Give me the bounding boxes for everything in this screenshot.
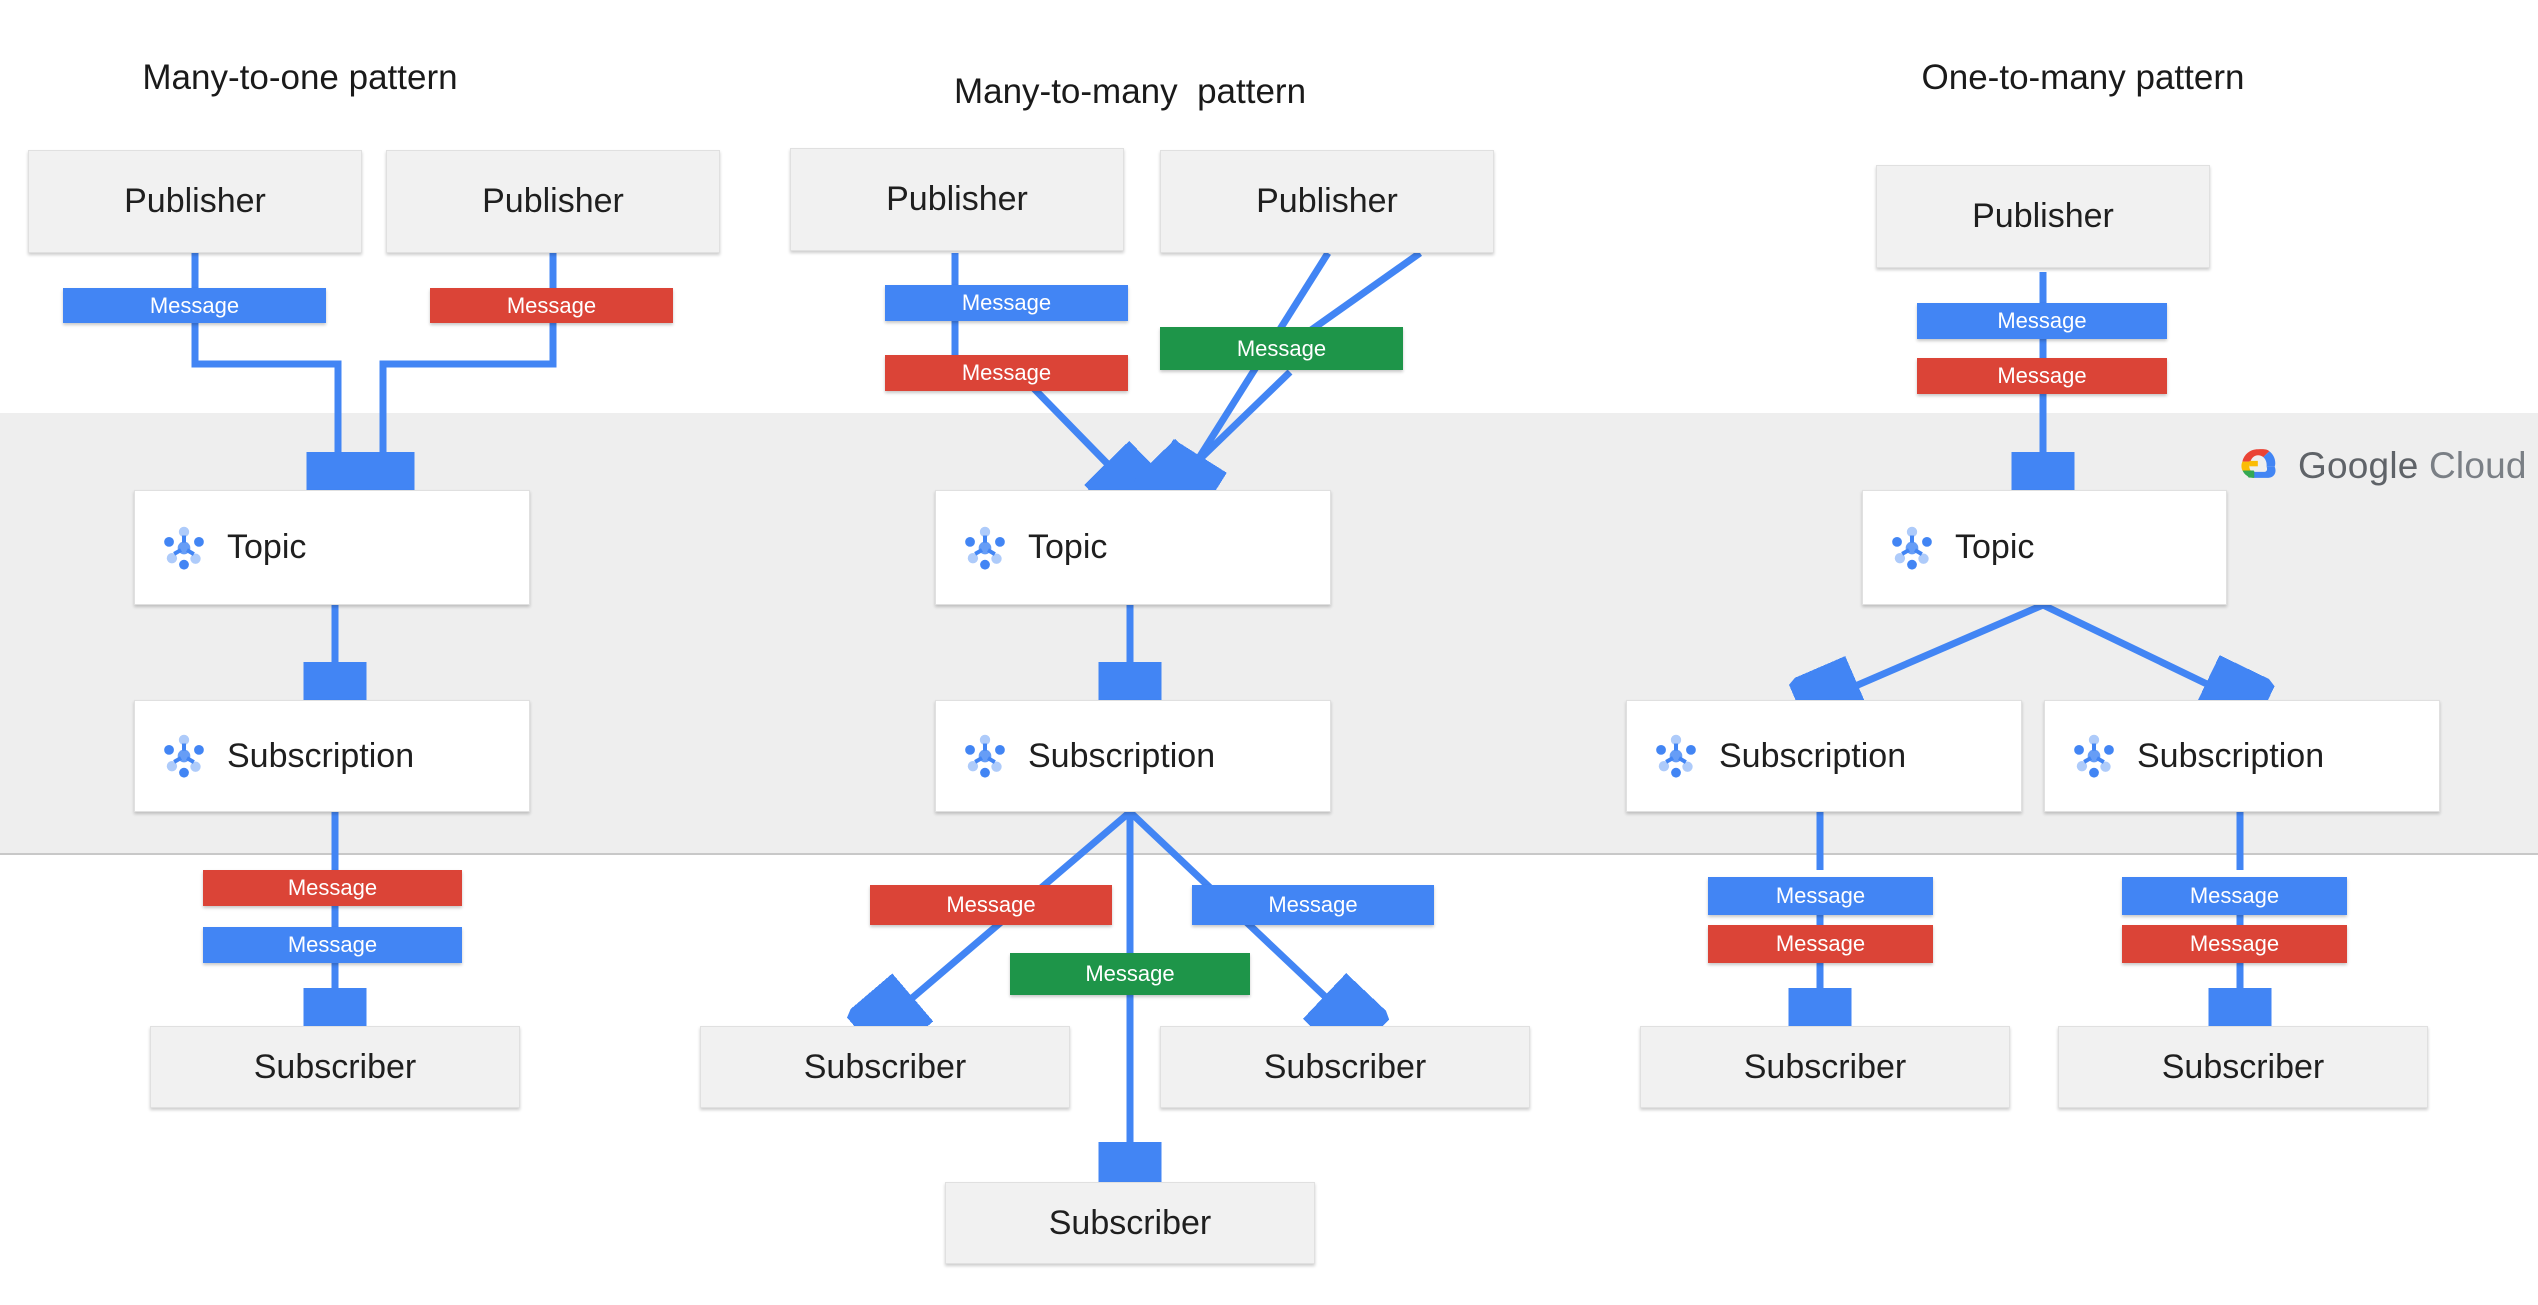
message-chip: Message [885, 355, 1128, 391]
pubsub-hub-icon [965, 734, 1005, 778]
subscription-label: Subscription [1719, 736, 1907, 775]
message-chip: Message [885, 285, 1128, 321]
pubsub-hub-icon [965, 526, 1005, 570]
wire-c1-msg2-to-topic [383, 320, 557, 490]
subscriber-box[interactable]: Subscriber [700, 1026, 1070, 1108]
subscription-label: Subscription [1028, 736, 1216, 775]
wire-c3-topic-to-sub1 [1823, 601, 2045, 700]
topic-label: Topic [227, 528, 307, 566]
column-title-many-to-one: Many-to-one pattern [142, 58, 458, 97]
subscriber-box[interactable]: Subscriber [1160, 1026, 1530, 1108]
brand-google: Google [2298, 445, 2419, 486]
wire-c2-green-to-topic [1170, 369, 1293, 488]
subscription-box[interactable]: Subscription [1626, 700, 2022, 812]
wire-c3-topic-to-sub2 [2041, 601, 2240, 700]
subscriber-box[interactable]: Subscriber [2058, 1026, 2428, 1108]
subscription-label: Subscription [2137, 736, 2325, 775]
column-title-many-to-many: Many-to-many pattern [953, 72, 1307, 111]
message-chip: Message [1917, 303, 2167, 339]
pubsub-hub-icon [164, 526, 204, 570]
message-chip: Message [430, 288, 673, 323]
message-chip: Message [2122, 877, 2347, 915]
google-cloud-wordmark: Google Cloud [2298, 445, 2527, 487]
pubsub-hub-icon [2074, 734, 2114, 778]
wire-c2-msg-to-topic [951, 320, 1133, 490]
message-chip: Message [1010, 953, 1250, 995]
message-chip: Message [1917, 358, 2167, 394]
subscription-box[interactable]: Subscription [2044, 700, 2440, 812]
pubsub-hub-icon [1656, 734, 1696, 778]
message-chip: Message [2122, 925, 2347, 963]
publisher-box[interactable]: Publisher [1876, 165, 2210, 268]
topic-box[interactable]: Topic [1862, 490, 2227, 605]
publisher-box[interactable]: Publisher [1160, 150, 1494, 253]
topic-label: Topic [1028, 528, 1108, 566]
google-cloud-logo: Google Cloud [2232, 445, 2527, 487]
brand-cloud: Cloud [2429, 445, 2527, 486]
message-chip: Message [203, 927, 462, 963]
pubsub-hub-icon [164, 734, 204, 778]
message-chip: Message [1708, 925, 1933, 963]
message-chip: Message [203, 870, 462, 906]
subscription-box[interactable]: Subscription [134, 700, 530, 812]
publisher-box[interactable]: Publisher [386, 150, 720, 253]
subscriber-box[interactable]: Subscriber [945, 1182, 1315, 1264]
column-title-one-to-many: One-to-many pattern [1921, 58, 2245, 97]
publisher-box[interactable]: Publisher [28, 150, 362, 253]
topic-box[interactable]: Topic [134, 490, 530, 605]
subscription-label: Subscription [227, 736, 415, 775]
message-chip: Message [1160, 327, 1403, 370]
publisher-box[interactable]: Publisher [790, 148, 1124, 251]
subscription-box[interactable]: Subscription [935, 700, 1331, 812]
google-cloud-logo-icon [2241, 449, 2276, 478]
pubsub-hub-icon [1892, 526, 1932, 570]
topic-box[interactable]: Topic [935, 490, 1331, 605]
subscriber-box[interactable]: Subscriber [150, 1026, 520, 1108]
wire-c1-msg1-to-topic [191, 320, 338, 490]
topic-label: Topic [1955, 528, 2035, 566]
message-chip: Message [1192, 885, 1434, 925]
subscriber-box[interactable]: Subscriber [1640, 1026, 2010, 1108]
message-chip: Message [870, 885, 1112, 925]
message-chip: Message [63, 288, 326, 323]
message-chip: Message [1708, 877, 1933, 915]
